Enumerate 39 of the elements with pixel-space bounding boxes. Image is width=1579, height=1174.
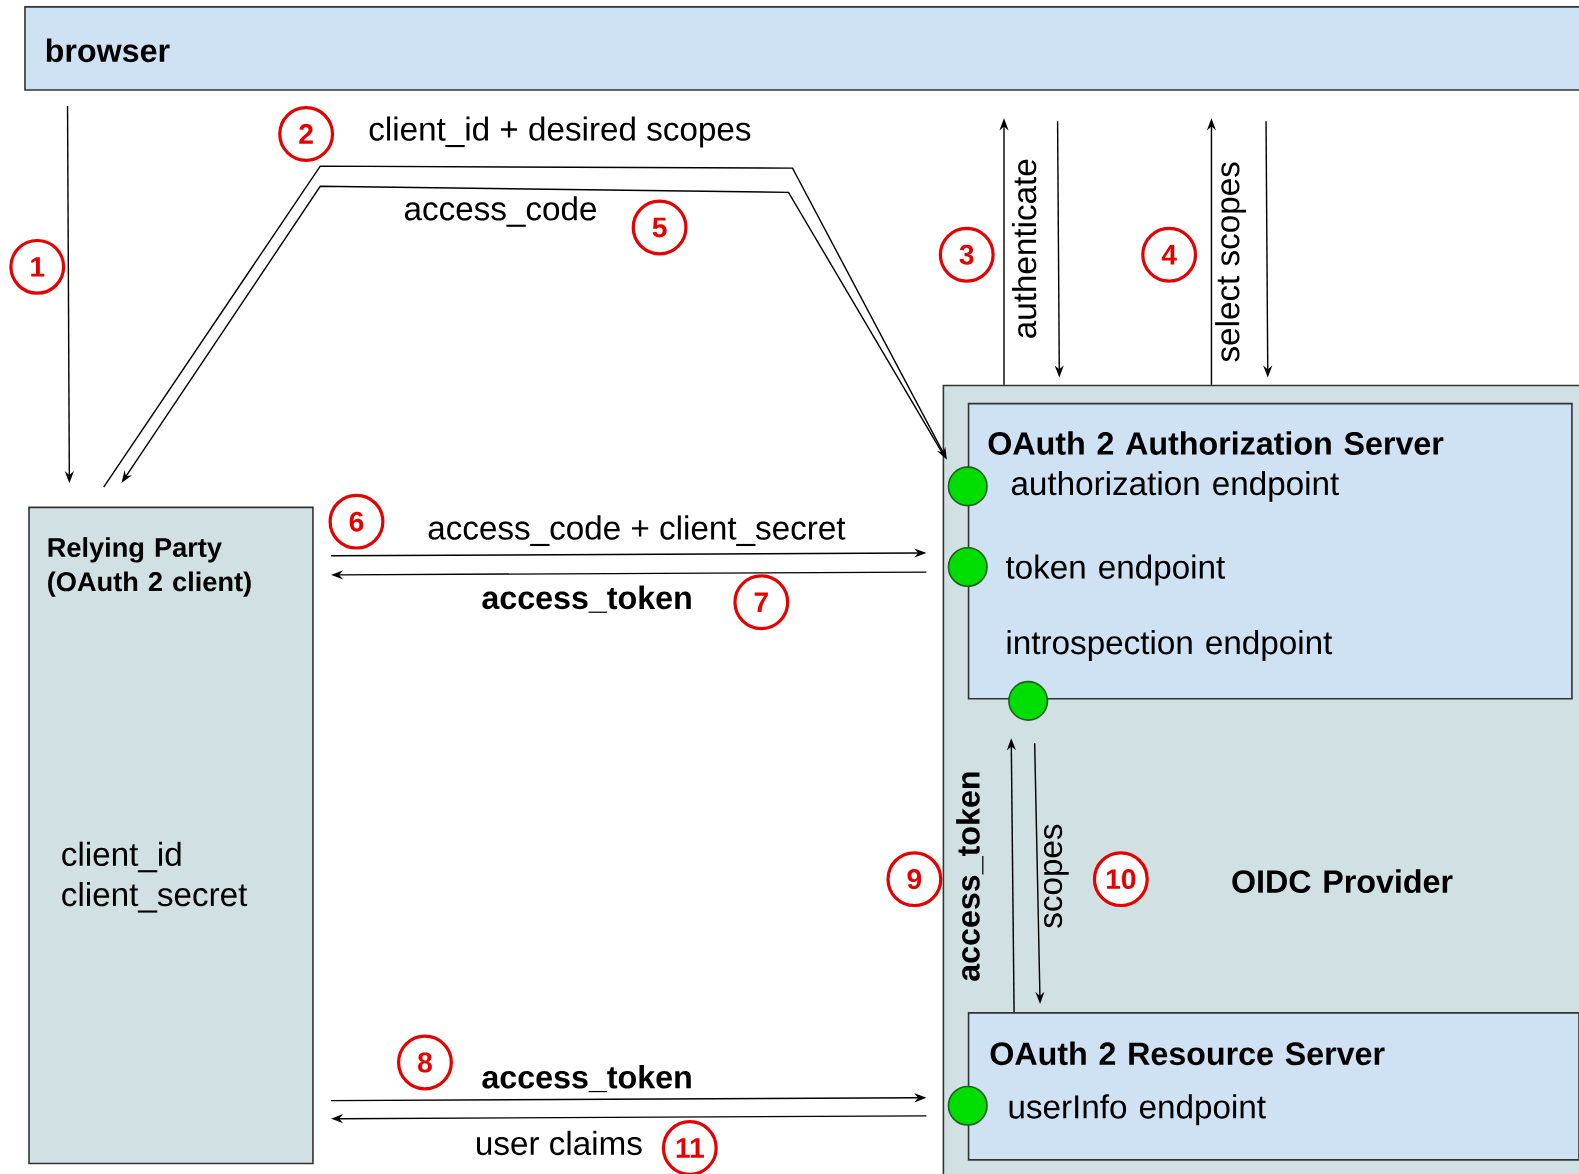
edge-label: access_code + client_secret <box>425 513 848 548</box>
endpoint-label: introspection endpoint <box>1007 629 1333 661</box>
edge-label: access_token <box>479 583 695 615</box>
edge-label: user claims <box>472 1128 645 1158</box>
edge-label: authenticate <box>1009 156 1039 342</box>
browser-bar <box>24 5 1579 91</box>
callout-number: 4 <box>1141 226 1198 283</box>
edge-label: access_token <box>479 1062 695 1095</box>
server-box <box>967 402 1573 700</box>
callout-number: 10 <box>1092 851 1149 907</box>
endpoint-dot <box>947 1085 988 1126</box>
callout-number: 8 <box>397 1034 453 1091</box>
bar-title: browser <box>46 38 170 63</box>
callout-number: 6 <box>328 493 385 550</box>
edge-label: client_id + desired scopes <box>366 114 754 150</box>
callout-number: 9 <box>886 851 943 907</box>
server-box <box>967 1012 1579 1161</box>
endpoint-dot <box>947 466 988 507</box>
endpoint-label: token endpoint <box>1005 554 1225 586</box>
callout-number: 1 <box>9 238 66 295</box>
box-title: OIDC Provider <box>1232 869 1453 893</box>
callout-number: 3 <box>938 226 995 283</box>
client-box <box>28 506 314 1165</box>
box-title: OAuth 2 Resource Server <box>990 1041 1385 1066</box>
endpoint-dot <box>1008 680 1049 721</box>
edge-label: scopes <box>1041 821 1071 931</box>
callout-number: 2 <box>278 105 335 162</box>
endpoint-label: authorization endpoint <box>1011 470 1339 502</box>
credential-list: client_id client_secret <box>62 841 248 913</box>
endpoint-dot <box>947 546 988 587</box>
edge-label: access_code <box>401 194 600 229</box>
callout-number: 7 <box>733 574 790 631</box>
box-title: OAuth 2 Authorization Server <box>988 431 1444 455</box>
callout-number: 11 <box>661 1119 718 1174</box>
edge-label: select scopes <box>1213 159 1249 365</box>
endpoint-label: userInfo endpoint <box>1009 1094 1266 1126</box>
edge-label: access_token <box>954 768 986 984</box>
callout-number: 5 <box>631 199 688 256</box>
box-title: Relying Party (OAuth 2 client) <box>48 537 251 597</box>
